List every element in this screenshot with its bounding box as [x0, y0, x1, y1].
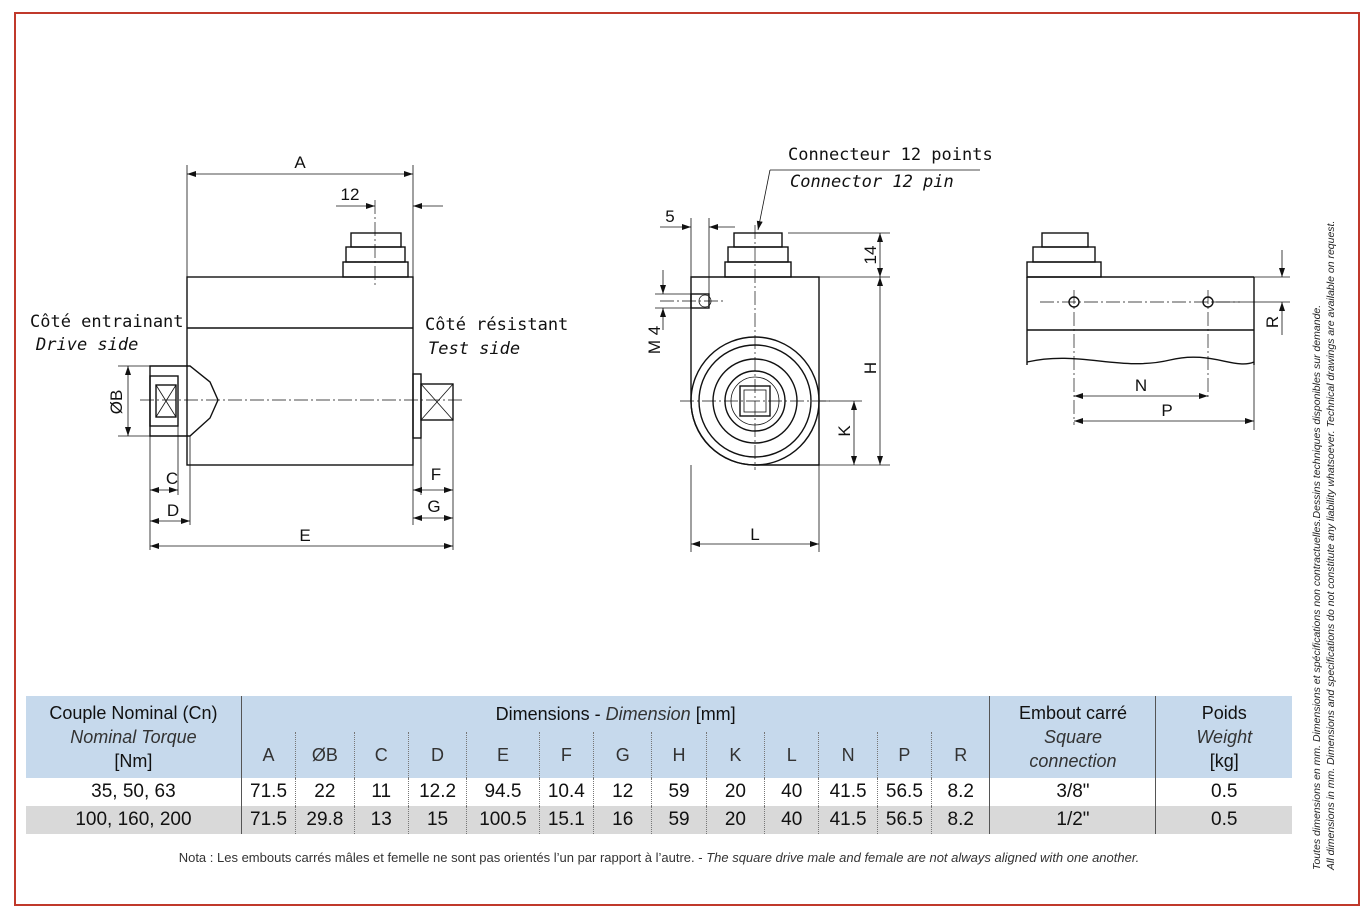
weight-cell: 0.5	[1155, 806, 1292, 834]
column-header: L	[764, 732, 819, 778]
page-frame	[14, 12, 1360, 906]
torque-cell: 35, 50, 63	[91, 781, 176, 802]
column-header: R	[931, 732, 990, 778]
thread-label: M 4	[645, 326, 664, 354]
column-header: G	[593, 732, 652, 778]
dim-l: L	[750, 525, 759, 544]
column-header: F	[538, 732, 594, 778]
value-cell: 16	[593, 806, 652, 834]
value-cell: 20	[705, 806, 765, 834]
value-cell: 41.5	[818, 806, 878, 834]
connector-label-en: Connector 12 pin	[790, 172, 954, 192]
dimensions-header: Dimensions - Dimension [mm]	[240, 696, 990, 732]
torque-header: Couple Nominal (Cn) Nominal Torque [Nm]	[49, 703, 218, 771]
value-cell: 15	[407, 806, 467, 834]
column-header: C	[353, 732, 409, 778]
value-cell: 13	[353, 806, 409, 834]
table-row: 35, 50, 63 71.5 22 11 12.2 94.5 10.4 12 …	[26, 778, 1292, 806]
square-cell: 3/8"	[989, 778, 1156, 806]
value-cell: 40	[764, 778, 819, 806]
column-header: E	[466, 732, 540, 778]
top-view-dimensions: N P R	[1074, 250, 1290, 430]
side-view	[660, 225, 830, 470]
front-view	[140, 200, 465, 466]
column-header: A	[240, 732, 296, 778]
drive-side-label-en: Drive side	[35, 335, 138, 355]
dim-14: 14	[861, 246, 880, 265]
dim-p: P	[1161, 401, 1172, 420]
value-cell: 12	[593, 778, 652, 806]
column-header: P	[876, 732, 932, 778]
top-view	[1026, 232, 1255, 425]
dim-12: 12	[341, 185, 360, 204]
value-cell: 12.2	[407, 778, 467, 806]
dim-d: D	[167, 501, 179, 520]
test-side-label-fr: Côté résistant	[425, 315, 568, 335]
column-header: N	[818, 732, 878, 778]
value-cell: 59	[651, 806, 707, 834]
dim-r: R	[1263, 316, 1282, 328]
dim-g: G	[427, 497, 440, 516]
value-cell: 56.5	[876, 778, 932, 806]
column-header: D	[407, 732, 467, 778]
value-cell: 11	[353, 778, 409, 806]
value-cell: 40	[764, 806, 819, 834]
dim-e: E	[299, 526, 310, 545]
weight-cell: 0.5	[1155, 778, 1292, 806]
dim-c: C	[166, 469, 178, 488]
value-cell: 22	[295, 778, 355, 806]
dim-k: K	[835, 425, 854, 437]
column-header: ØB	[295, 732, 355, 778]
dim-5: 5	[665, 207, 674, 226]
value-cell: 29.8	[295, 806, 355, 834]
dim-h: H	[861, 362, 880, 374]
value-cell: 15.1	[538, 806, 594, 834]
test-side-label-en: Test side	[428, 339, 520, 359]
footnote: Nota : Les embouts carrés mâles et femel…	[26, 850, 1292, 865]
value-cell: 71.5	[240, 806, 296, 834]
side-view-dimensions: Connecteur 12 points Connector 12 pin 5 …	[645, 145, 993, 552]
footnote-en: The square drive male and female are not…	[706, 850, 1140, 865]
dim-f: F	[431, 465, 441, 484]
value-cell: 20	[705, 778, 765, 806]
square-cell: 1/2"	[989, 806, 1156, 834]
value-cell: 56.5	[876, 806, 932, 834]
value-cell: 8.2	[931, 806, 990, 834]
technical-drawing: A 12 ØB C D F G E Côté entrainant Drive …	[30, 145, 1290, 552]
value-cell: 94.5	[466, 778, 540, 806]
square-connection-header: Embout carré Square connection	[989, 696, 1156, 778]
column-header: K	[705, 732, 765, 778]
dim-a: A	[294, 153, 306, 172]
value-cell: 10.4	[538, 778, 594, 806]
footnote-fr: Nota : Les embouts carrés mâles et femel…	[178, 850, 707, 865]
table-row: 100, 160, 200 71.5 29.8 13 15 100.5 15.1…	[26, 806, 1292, 834]
value-cell: 8.2	[931, 778, 990, 806]
weight-header: Poids Weight [kg]	[1155, 696, 1292, 778]
drive-side-label-fr: Côté entrainant	[30, 312, 184, 332]
side-disclaimer: Toutes dimensions en mm. Dimensions et s…	[1310, 140, 1360, 870]
value-cell: 100.5	[466, 806, 540, 834]
torque-cell: 100, 160, 200	[26, 806, 242, 834]
connector-label-fr: Connecteur 12 points	[788, 145, 993, 165]
value-cell: 71.5	[240, 778, 296, 806]
front-view-dimensions: A 12 ØB C D F G E	[107, 153, 454, 550]
dim-n: N	[1135, 376, 1147, 395]
disclaimer-en: All dimensions in mm. Dimensions and spe…	[1325, 220, 1337, 870]
disclaimer-fr: Toutes dimensions en mm. Dimensions et s…	[1311, 304, 1323, 870]
dimensions-table: Couple Nominal (Cn) Nominal Torque [Nm] …	[26, 696, 1292, 834]
value-cell: 59	[651, 778, 707, 806]
column-header: H	[651, 732, 707, 778]
value-cell: 41.5	[818, 778, 878, 806]
dim-b: ØB	[107, 390, 126, 415]
